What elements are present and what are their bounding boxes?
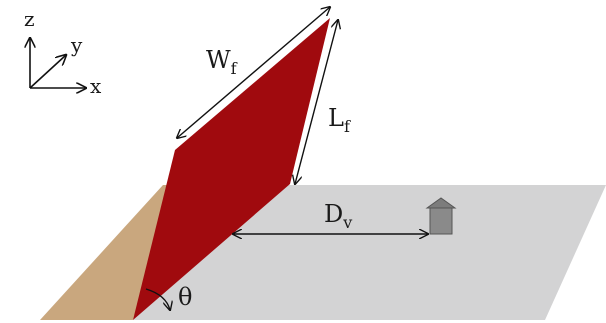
footwall-wedge xyxy=(40,185,174,320)
distance-label: Dv xyxy=(324,200,352,232)
dip-angle-label: θ xyxy=(178,283,192,311)
length-dimension-arrow xyxy=(295,20,338,184)
y-axis-arrow xyxy=(29,55,66,89)
receiver-station xyxy=(425,197,457,235)
width-label: Wf xyxy=(206,46,238,78)
y-axis-label: y xyxy=(70,33,83,57)
coordinate-axes xyxy=(30,38,86,88)
ground-plane xyxy=(133,185,606,320)
length-label: Lf xyxy=(328,104,351,136)
angle-arc xyxy=(145,288,170,310)
x-axis-label: x xyxy=(90,74,102,98)
z-axis-label: z xyxy=(24,7,35,31)
